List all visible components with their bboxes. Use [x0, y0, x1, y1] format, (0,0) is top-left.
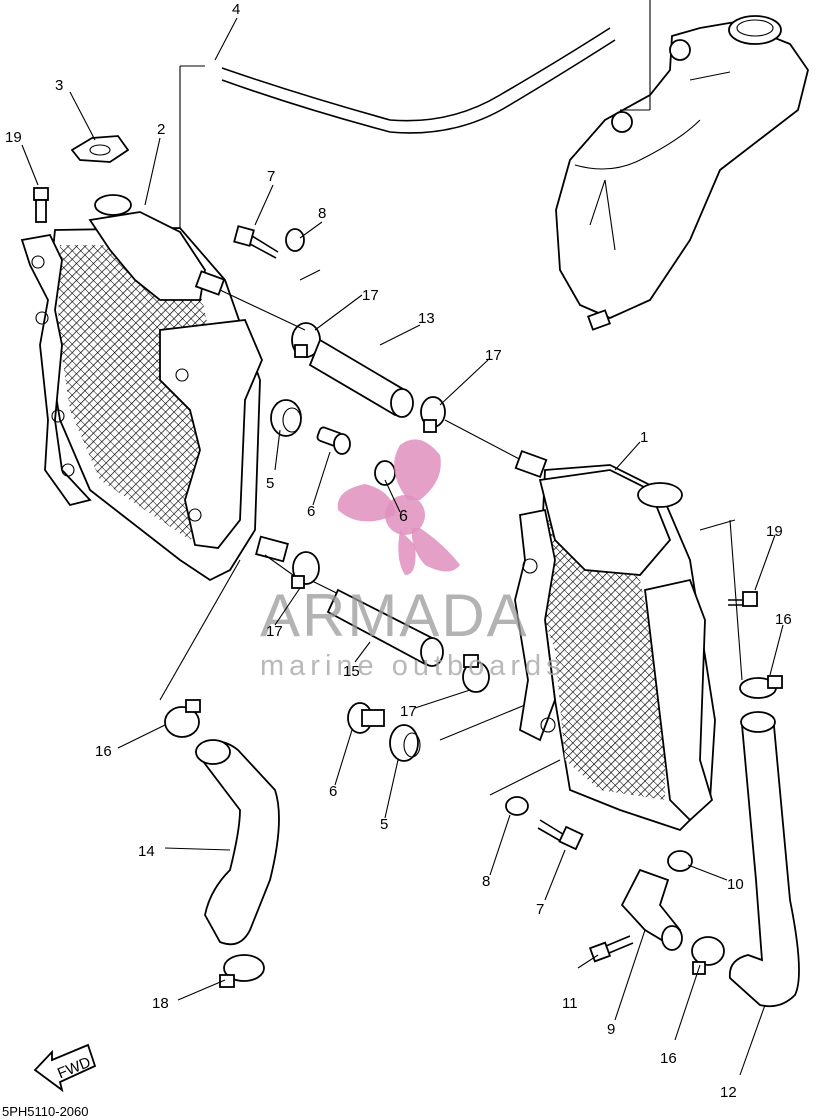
fwd-arrow: FWD	[33, 1043, 97, 1093]
clamp-18	[219, 954, 265, 988]
hose-14	[194, 739, 280, 946]
callout-17: 17	[266, 623, 283, 640]
callout-17: 17	[362, 287, 379, 304]
clamp-16-right	[739, 675, 783, 699]
propeller-blade-right	[411, 528, 460, 572]
collar-6-upper	[316, 426, 351, 455]
hose-12	[728, 711, 800, 1008]
clamp-16-lower-right	[691, 936, 725, 975]
callout-10: 10	[727, 876, 744, 893]
bolt-11	[588, 935, 634, 963]
o-ring-10	[667, 850, 693, 872]
pipe-9	[620, 868, 683, 951]
callouts: 4 3 19 2 7 8 17 13 17 5 6 6 1 19 16 17 1…	[5, 1, 792, 1101]
callout-17: 17	[485, 347, 502, 364]
callout-3: 3	[55, 77, 63, 94]
reservoir-tank	[555, 15, 809, 331]
callout-5: 5	[266, 475, 274, 492]
callout-16: 16	[660, 1050, 677, 1067]
propeller-blade-top	[394, 439, 441, 500]
callout-7: 7	[267, 168, 275, 185]
callout-4: 4	[232, 1, 240, 18]
clamp-17-lower-left	[291, 551, 320, 589]
collar-6-center	[374, 460, 396, 486]
callout-5: 5	[380, 816, 388, 833]
callout-12: 12	[720, 1084, 737, 1101]
callout-8: 8	[318, 205, 326, 222]
grommet-5-lower	[389, 724, 421, 762]
grommet-5-upper	[270, 399, 302, 437]
watermark-hub-label: 6	[399, 508, 408, 525]
bolt-7-upper	[233, 225, 279, 259]
propeller-blade-left	[337, 484, 395, 522]
bolt-7-lower	[537, 819, 584, 851]
bolt-19-right	[728, 591, 758, 607]
callout-8: 8	[482, 873, 490, 890]
collar-6-lower	[347, 702, 385, 734]
watermark-brand: ARMADA	[260, 582, 529, 649]
callout-6: 6	[329, 783, 337, 800]
hose-13	[308, 338, 414, 418]
callout-19: 19	[766, 523, 783, 540]
callout-11: 11	[562, 995, 578, 1012]
callout-16: 16	[775, 611, 792, 628]
hose-15	[326, 588, 444, 667]
callout-9: 9	[607, 1021, 615, 1038]
clamp-17-mid	[420, 396, 446, 433]
callout-2: 2	[157, 121, 165, 138]
callout-18: 18	[152, 995, 169, 1012]
diagram-code: 5PH5110-2060	[2, 1104, 89, 1119]
leader-lines	[21, 17, 784, 1076]
washer-8-upper	[285, 228, 305, 252]
callout-7: 7	[536, 901, 544, 918]
propeller-blade-bottom	[398, 530, 416, 575]
watermark-tagline: marine outboards	[260, 650, 566, 682]
callout-15: 15	[343, 663, 360, 680]
watermark: 6 ARMADA marine outboards	[260, 439, 566, 682]
callout-13: 13	[418, 310, 435, 327]
right-radiator	[514, 449, 716, 832]
propeller-hub	[385, 495, 425, 535]
left-radiator	[20, 194, 289, 582]
callout-6: 6	[307, 503, 315, 520]
bolt-19-left	[33, 187, 49, 223]
callout-14: 14	[138, 843, 155, 860]
clamp-16-left	[164, 699, 201, 738]
callout-19: 19	[5, 129, 22, 146]
washer-8-lower	[505, 796, 529, 816]
clamp-17-upper	[291, 322, 321, 358]
callout-16: 16	[95, 743, 112, 760]
propeller-logo-icon	[337, 439, 460, 575]
overflow-hose	[179, 0, 651, 230]
clamp-17-lower-right	[462, 654, 490, 693]
callout-1: 1	[640, 429, 648, 446]
radiator-cap	[70, 135, 130, 163]
callout-17: 17	[400, 703, 417, 720]
